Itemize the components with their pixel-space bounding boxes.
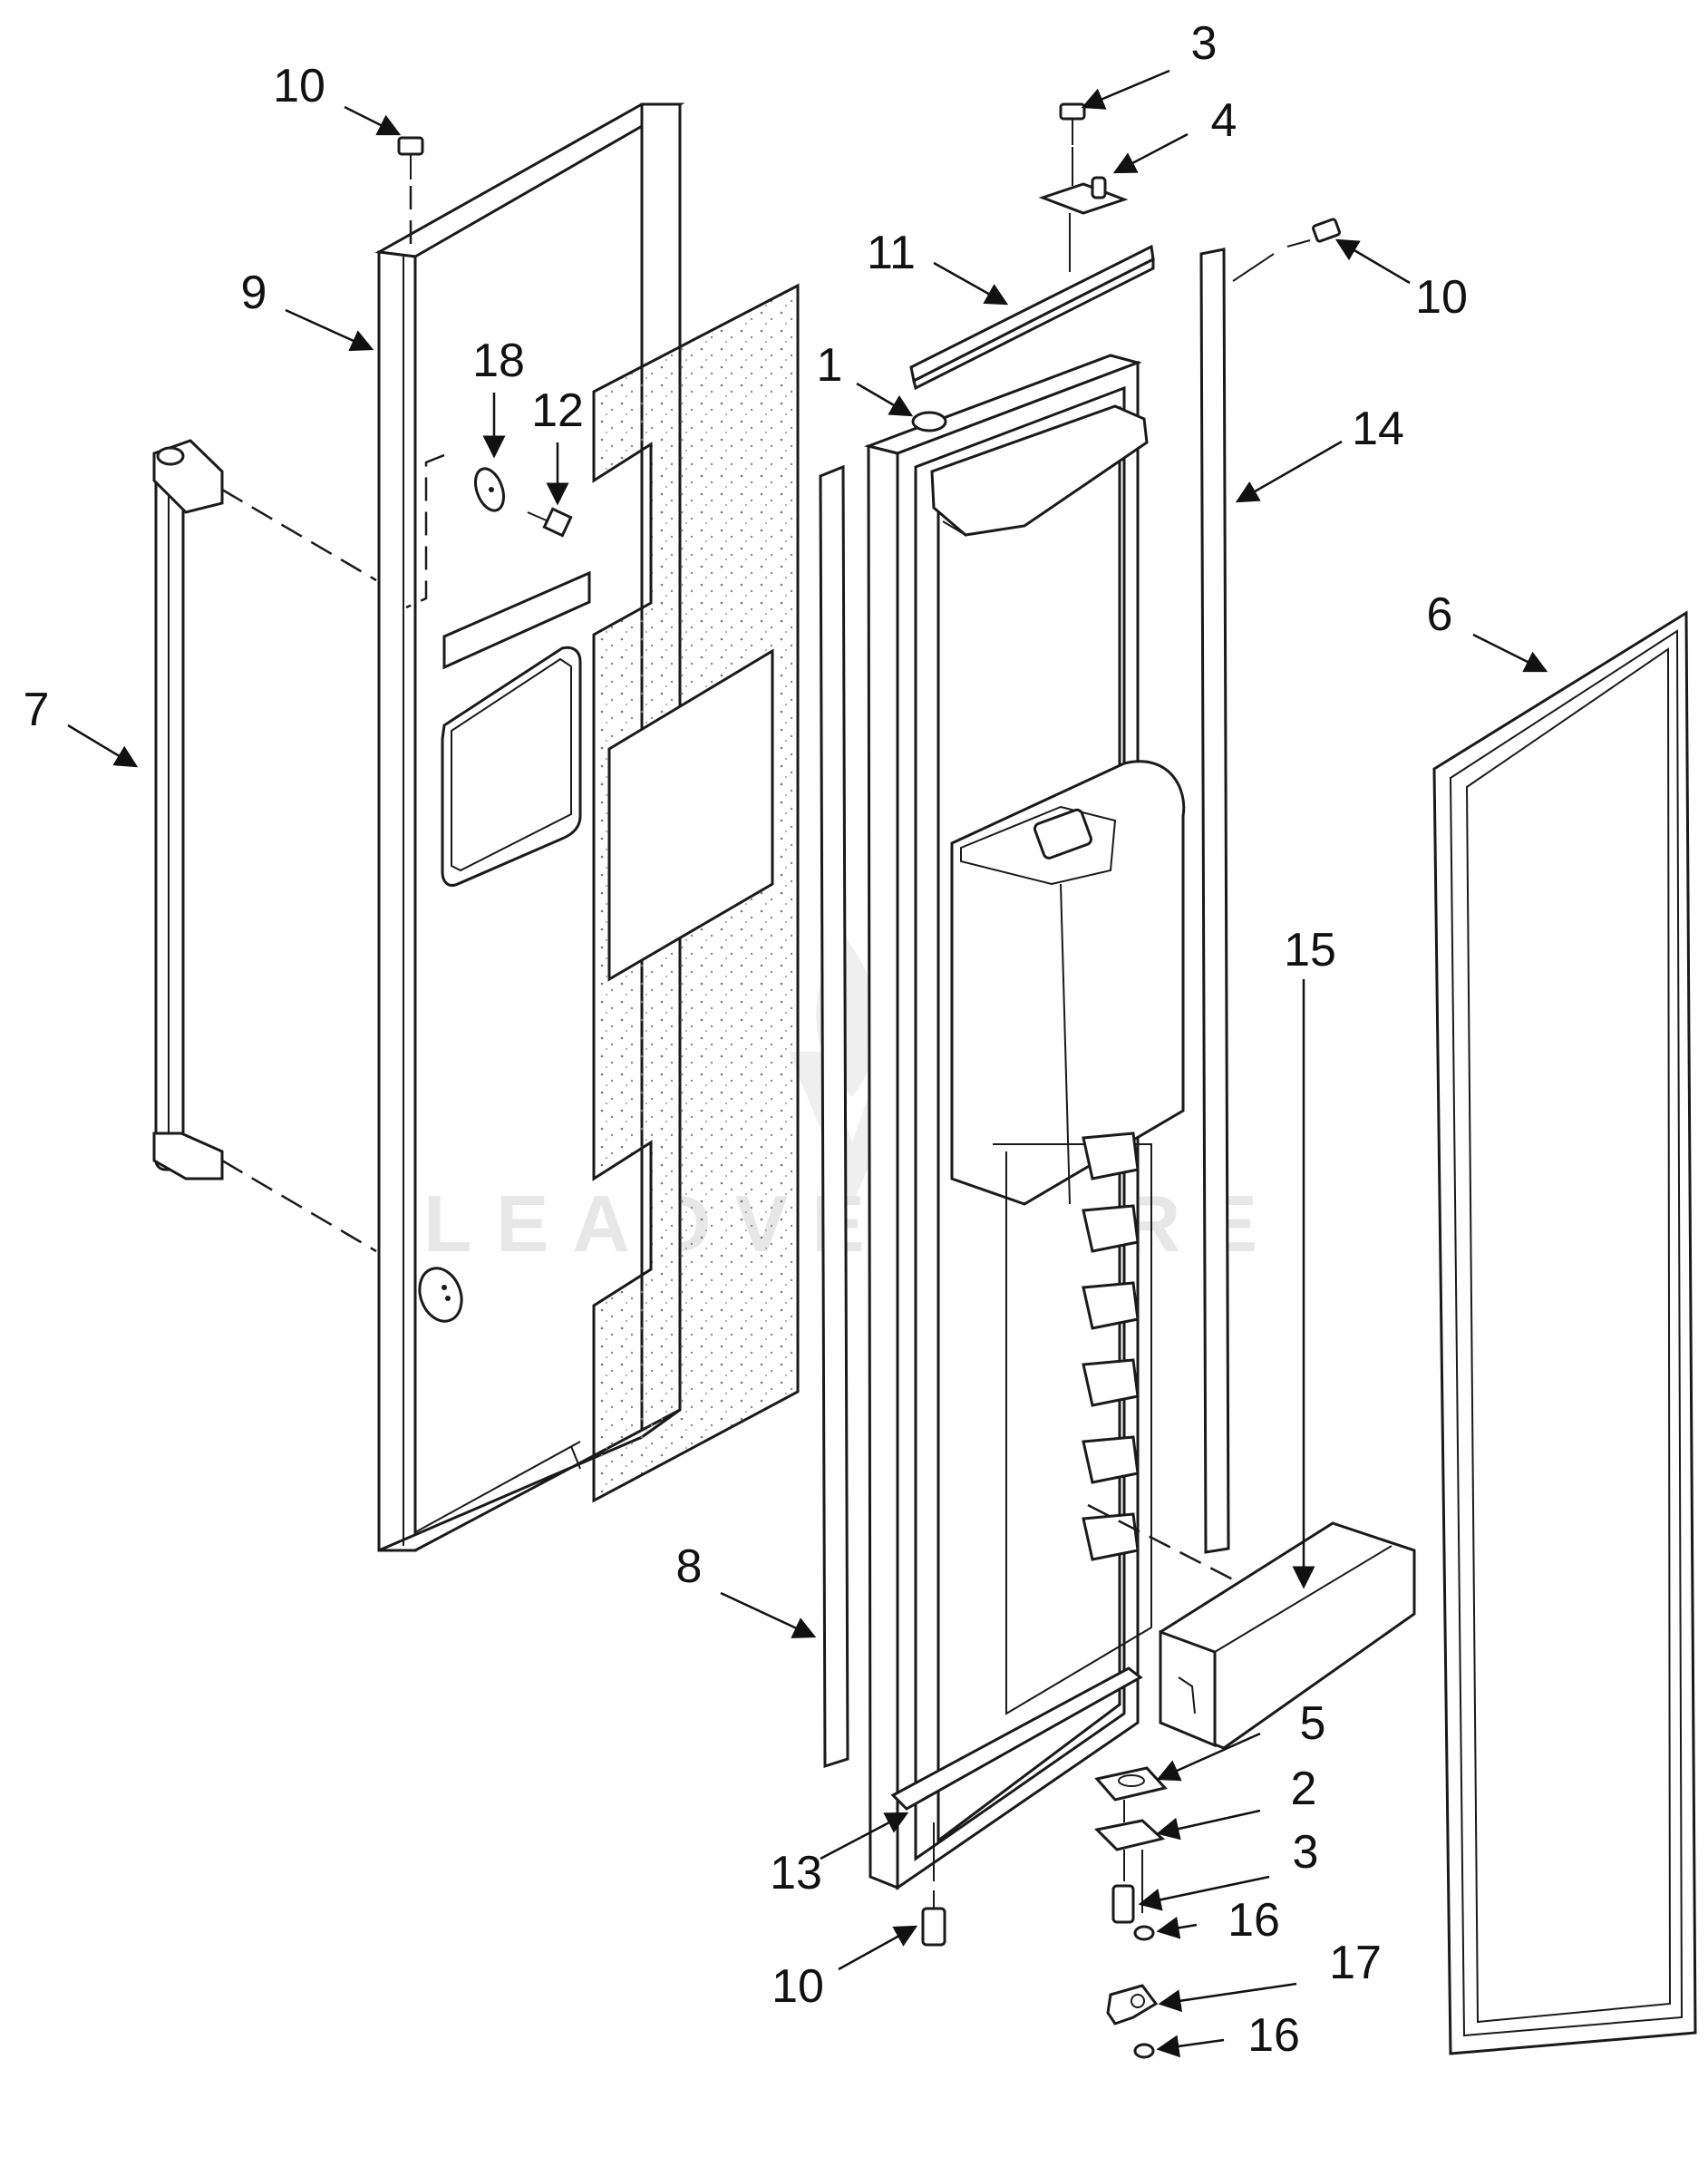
screw-3-bottom xyxy=(1111,1884,1135,1924)
callout-3-top: 3 xyxy=(1191,17,1218,70)
lower-hinge-stack xyxy=(1093,1766,1168,2059)
callout-5: 5 xyxy=(1300,1697,1326,1750)
hinge-cover-5 xyxy=(1094,1766,1168,1802)
callout-labels: 10 3 4 11 10 9 18 12 1 14 7 6 15 8 5 2 3… xyxy=(24,17,1468,2062)
callout-arrows xyxy=(67,69,1548,2058)
callout-13: 13 xyxy=(770,1847,822,1899)
upper-hinge-4 xyxy=(1038,176,1129,272)
screw-3-top xyxy=(1059,102,1086,186)
callout-17: 17 xyxy=(1329,1937,1382,1989)
screw-12 xyxy=(527,507,573,538)
callout-16-upper: 16 xyxy=(1228,1894,1280,1947)
callout-12: 12 xyxy=(531,384,584,437)
callout-1: 1 xyxy=(817,339,843,392)
inner-door-liner xyxy=(863,354,1266,1890)
screw-10-top-left xyxy=(397,136,424,249)
badge-and-screw xyxy=(405,453,573,1323)
side-trim-14 xyxy=(1199,248,1230,1554)
side-trim-8 xyxy=(819,464,849,1769)
callout-18: 18 xyxy=(472,335,525,387)
callout-15: 15 xyxy=(1284,924,1336,976)
callout-3-bottom: 3 xyxy=(1293,1826,1319,1879)
washer-16-upper xyxy=(1133,1925,1155,1941)
screw-10-bottom xyxy=(921,1890,946,1947)
callout-10-top-right: 10 xyxy=(1415,271,1468,324)
callout-9: 9 xyxy=(241,267,267,319)
watermark-text: LEADVENTURE xyxy=(423,1179,1281,1268)
bottom-trim-13 xyxy=(890,1666,1143,1881)
door-handle xyxy=(152,439,377,1253)
callout-2: 2 xyxy=(1291,1763,1317,1815)
hinge-cam-18 xyxy=(418,1267,463,1323)
callout-6: 6 xyxy=(1427,588,1453,641)
hinge-2 xyxy=(1093,1819,1166,1851)
washer-16-lower xyxy=(1133,2043,1155,2059)
door-gasket-6 xyxy=(1432,610,1697,2055)
callout-7: 7 xyxy=(24,684,50,736)
callout-11: 11 xyxy=(867,227,916,279)
callout-14: 14 xyxy=(1352,403,1404,455)
callout-10-top-left: 10 xyxy=(273,60,325,112)
door-bin-15 xyxy=(1159,1521,1416,1750)
screw-10-top-right xyxy=(1232,218,1341,282)
top-trim-11 xyxy=(909,244,1155,391)
callout-10-bottom: 10 xyxy=(772,1960,824,2013)
insulation-panel xyxy=(592,283,800,1503)
shelf-brackets xyxy=(1082,1132,1140,1561)
callout-16-lower: 16 xyxy=(1247,2009,1300,2062)
callout-8: 8 xyxy=(676,1540,703,1593)
callout-4: 4 xyxy=(1211,94,1237,147)
panel-cutouts xyxy=(441,570,591,887)
